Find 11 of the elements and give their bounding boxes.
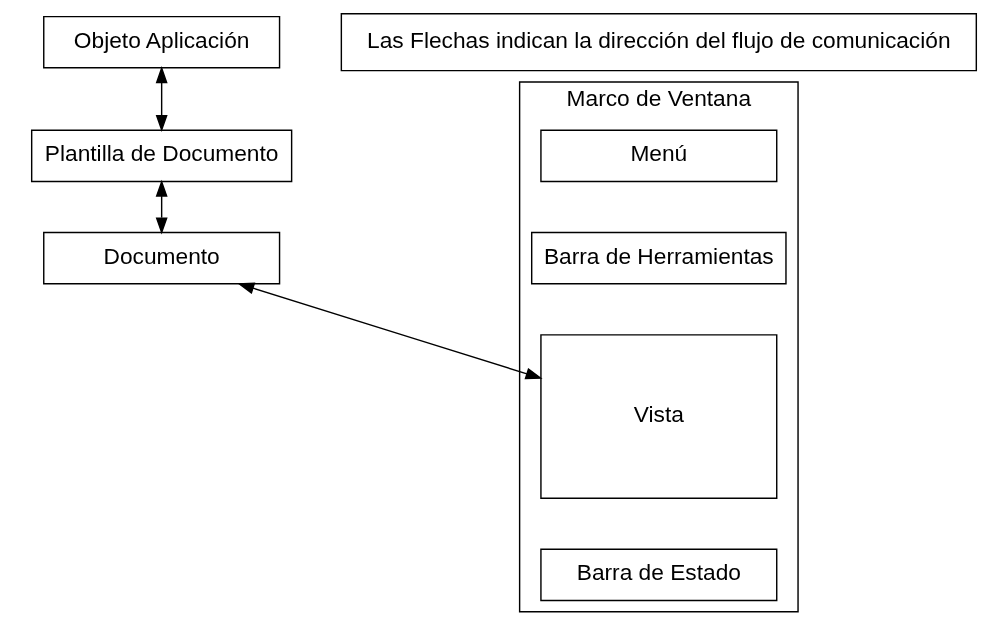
node-box: Vista [539,334,777,499]
node-box: Documento [42,231,280,285]
node-box: Las Flechas indican la dirección del flujo de comunicación [340,13,977,72]
arrow [155,66,168,133]
arrow [236,282,543,380]
node-box: Plantilla de Documento [30,129,292,183]
node-box: Barra de Estado [539,548,777,602]
arrow [155,179,168,235]
node-box: Barra de Herramientas [530,231,787,285]
node-box: Objeto Aplicación [42,15,280,69]
node-box: Menú [539,129,777,183]
